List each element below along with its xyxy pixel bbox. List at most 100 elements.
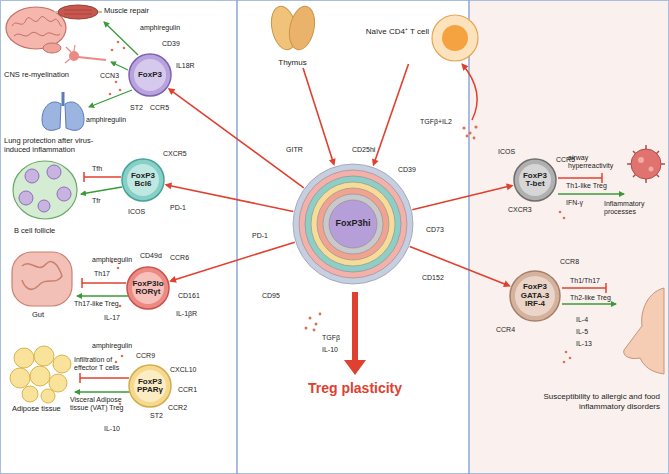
cell-ring: [329, 200, 377, 248]
secreted-factors: [123, 47, 126, 50]
cell-ring: [305, 176, 401, 272]
differentiation-arrow: [169, 242, 295, 283]
annotation-label: amphiregulin: [86, 116, 126, 124]
induction-arrow: [462, 64, 477, 120]
annotation-label: GITR: [286, 146, 303, 154]
brain-illustration: [12, 16, 62, 26]
differentiation-arrow: [303, 68, 336, 166]
annotation-label: Tfr: [92, 197, 101, 205]
annotation-label: CCR1: [178, 386, 197, 394]
treg-cell: FoxP3lo RORγt: [126, 266, 170, 310]
secreted-factors: [468, 131, 471, 134]
secreted-factors: [119, 89, 122, 92]
secreted-factors: [473, 137, 476, 140]
annotation-label: CD39: [398, 166, 416, 174]
annotation-label: Th1-like Treg: [566, 182, 607, 190]
node-label: Thymus: [255, 59, 330, 67]
annotation-label: Tfh: [92, 165, 102, 173]
function-arrows: [77, 295, 128, 296]
annotation-label: Muscle repair: [104, 6, 149, 15]
arrow-head: [165, 183, 173, 190]
function-arrows: [89, 90, 132, 107]
virus-illustration: [627, 145, 665, 183]
brain-illustration: [6, 7, 66, 49]
annotation-label: ST2: [150, 412, 163, 420]
annotation-label: PD-1: [170, 204, 186, 212]
function-arrows: [81, 187, 122, 194]
function-arrows: [558, 177, 602, 178]
function-arrows: [75, 22, 624, 392]
annotation-label: amphiregulin: [92, 342, 132, 350]
cell-membrane: [514, 159, 556, 201]
function-arrows: [84, 176, 121, 177]
annotation-label: CXCR5: [163, 150, 187, 158]
cell-nucleus: [134, 59, 166, 91]
arrow-line: [375, 64, 409, 161]
function-arrows: [558, 193, 624, 194]
adipose-illustration: [30, 366, 50, 386]
annotation-label: CD39: [162, 40, 180, 48]
node-label: FoxP3: [138, 71, 162, 79]
secreted-factors: [309, 317, 312, 320]
adipose-illustration: [14, 348, 34, 368]
secreted-factors: [563, 217, 566, 220]
secreted-factors: [563, 361, 566, 364]
lymph-node-illustration: [57, 187, 71, 201]
secreted-factors: [109, 93, 112, 96]
cell-membrane: [432, 15, 478, 61]
annotation-label: amphiregulin: [140, 24, 180, 32]
secreted-factors: [119, 305, 122, 308]
annotation-label: IL-13: [576, 340, 592, 348]
plasticity-arrow: [344, 292, 366, 375]
node-label: Naïve CD4⁺ T cell: [355, 28, 429, 36]
node-label: FoxP3 PPARγ: [134, 378, 166, 395]
neuron-illustration: [65, 59, 70, 63]
differentiation-arrow: [412, 183, 513, 209]
central-treg-cell: FoxP3hi: [292, 163, 414, 285]
virus-illustration: [638, 157, 644, 163]
cell-ring: [299, 170, 407, 278]
lung-illustration: [62, 92, 65, 106]
annotation-label: CD25hi: [352, 146, 375, 154]
arrow-head: [506, 183, 514, 190]
adipose-illustration: [10, 368, 30, 388]
secreted-factors: [466, 135, 469, 138]
nose-illustration: [624, 288, 664, 374]
secreted-factors: [569, 357, 572, 360]
function-arrows: [562, 303, 616, 304]
secreted-factors: [117, 41, 120, 44]
lymph-node-illustration: [13, 161, 77, 219]
lymph-node-illustration: [19, 191, 33, 205]
annotation-label: CCN3: [100, 72, 119, 80]
annotation-label: IL-4: [576, 316, 588, 324]
arrow-head: [329, 158, 336, 166]
annotation-label: B cell follicle: [14, 226, 55, 235]
adipose-illustration: [49, 374, 67, 392]
adipose-illustration: [34, 346, 54, 366]
function-arrows: [111, 62, 128, 70]
differentiation-arrow: [165, 183, 294, 212]
annotation-label: CD161: [178, 292, 200, 300]
secreted-factors: [319, 313, 322, 316]
function-arrows: [83, 172, 85, 182]
treg-cell: FoxP3 Bcl6: [121, 158, 165, 202]
neuron-illustration: [69, 51, 79, 61]
cell-membrane: [127, 267, 169, 309]
lung-illustration: [42, 92, 84, 130]
secreted-factors: [121, 355, 124, 358]
annotation-label: Adipose tissue: [12, 404, 61, 413]
annotation-label: Treg plasticity: [296, 380, 414, 397]
cell-membrane: [129, 54, 171, 96]
lymph-node-illustration: [25, 169, 39, 183]
annotation-label: TGFβ+IL2: [420, 118, 452, 126]
lung-illustration: [65, 102, 84, 130]
annotation-label: airway hyperreactivity: [568, 154, 624, 171]
function-arrows: [81, 278, 83, 288]
virus-illustration: [649, 167, 654, 172]
annotation-label: Inflammatory processes: [604, 200, 662, 217]
arrow-head: [168, 88, 176, 95]
treg-cell: FoxP3 PPARγ: [128, 364, 172, 408]
differentiation-arrow: [372, 64, 409, 166]
panel-ground: [470, 0, 669, 474]
